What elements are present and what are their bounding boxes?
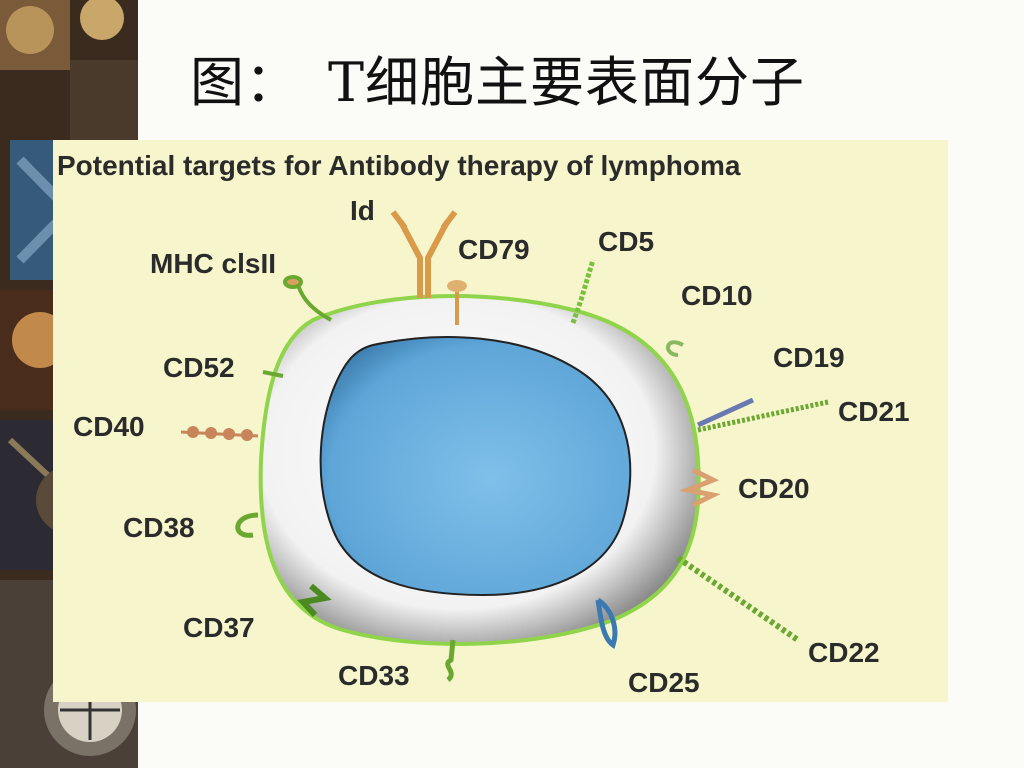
cd5-receptor-icon: [570, 259, 596, 324]
cd21-receptor-icon: [697, 399, 829, 433]
label-cd21: CD21: [838, 396, 910, 427]
cd19-receptor-icon: [696, 397, 755, 428]
cd38-receptor-icon: [235, 512, 259, 538]
slide-title: 图： T细胞主要表面分子: [190, 51, 806, 114]
cd22-receptor-icon: [676, 555, 800, 643]
label-cd22: CD22: [808, 637, 880, 668]
cd79-receptor-icon: [447, 280, 467, 325]
label-cd19: CD19: [773, 342, 845, 373]
label-cd79: CD79: [458, 234, 530, 265]
label-cd5: CD5: [598, 226, 655, 257]
cd40-receptor-icon: [180, 426, 259, 441]
label-cd10: CD10: [681, 280, 753, 311]
cd52-receptor-icon: [262, 370, 284, 378]
diagram-title: Potential targets for Antibody therapy o…: [57, 150, 741, 181]
cd33-receptor-icon: [445, 639, 456, 682]
label-cd40: CD40: [73, 411, 145, 442]
cell-nucleus: [319, 336, 632, 597]
label-cd52: CD52: [163, 352, 235, 383]
cd10-receptor-icon: [666, 340, 684, 357]
cd20-receptor-icon: [679, 467, 721, 508]
label-cd25: CD25: [628, 667, 700, 698]
label-cd33: CD33: [338, 660, 410, 691]
cd25-receptor-icon: [595, 597, 618, 649]
lymphoma-diagram-panel: Potential targets for Antibody therapy o…: [53, 140, 948, 702]
id-antibody-icon: [390, 210, 458, 298]
label-id: Id: [350, 195, 375, 226]
label-mhc: MHC clsII: [150, 248, 277, 279]
mhc-receptor-icon: [283, 275, 332, 322]
cd37-receptor-icon: [297, 583, 332, 618]
cell-diagram: [180, 210, 829, 682]
label-cd37: CD37: [183, 612, 255, 643]
label-cd38: CD38: [123, 512, 195, 543]
label-cd20: CD20: [738, 473, 810, 504]
